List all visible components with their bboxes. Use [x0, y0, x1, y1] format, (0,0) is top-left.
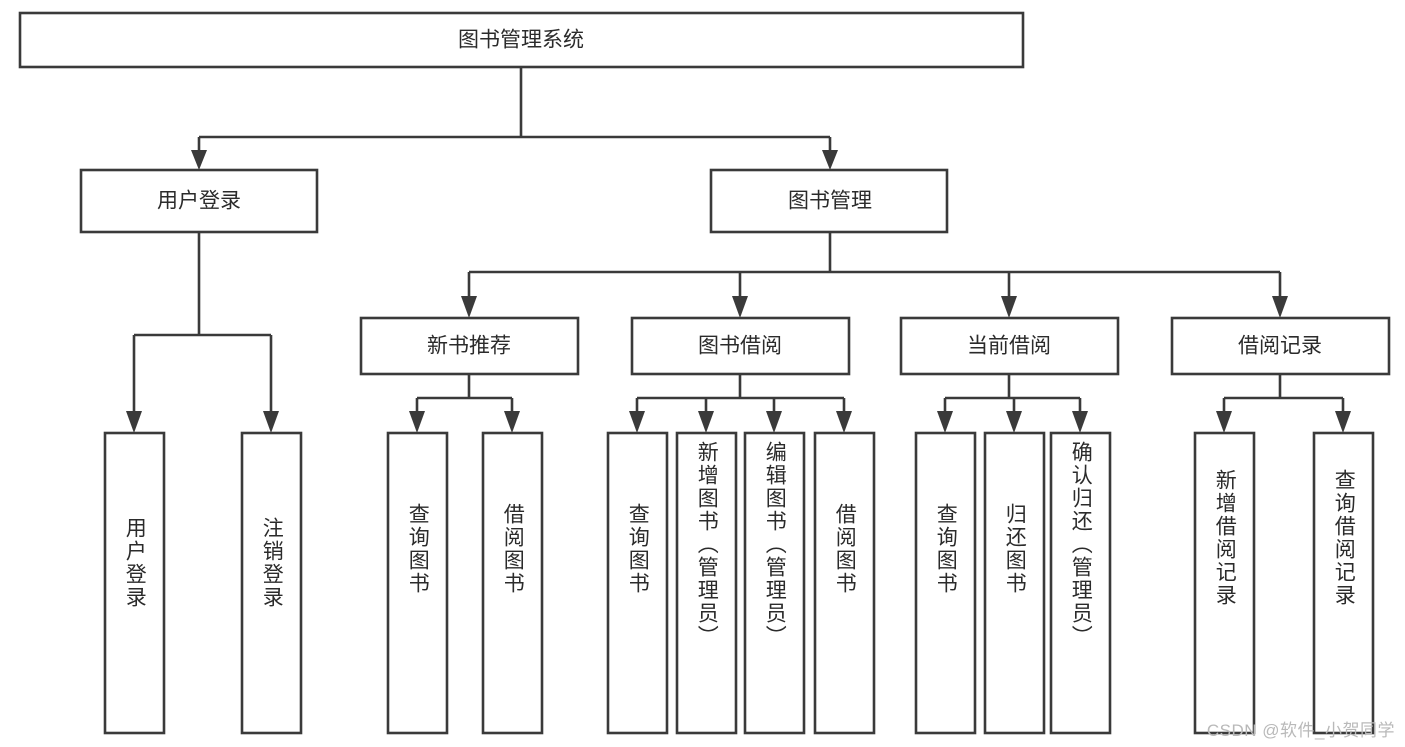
leaf-box-bb-search-book[interactable]	[606, 431, 669, 735]
node-borrow-records[interactable]: 借阅记录	[1170, 316, 1391, 376]
arrow-bb-leaf-2	[698, 411, 714, 433]
node-book-manage-box[interactable]	[709, 168, 949, 234]
leaf-box-logout[interactable]	[240, 431, 303, 735]
node-borrow-records-label: 借阅记录	[1238, 335, 1322, 358]
leaf-box-cb-return-book[interactable]	[983, 431, 1046, 735]
node-user-login-label: 用户登录	[157, 190, 241, 213]
node-book-manage-label: 图书管理	[788, 190, 872, 213]
arrow-nb-leaf-1	[409, 411, 425, 433]
node-current-borrow[interactable]: 当前借阅	[899, 316, 1120, 376]
node-borrow-records-box[interactable]	[1170, 316, 1391, 376]
arrow-cb-leaf-3	[1072, 411, 1088, 433]
leaf-box-cb-confirm-return[interactable]	[1049, 431, 1112, 735]
arrow-current-borrow	[1001, 296, 1017, 318]
node-root[interactable]: 图书管理系统	[18, 11, 1025, 69]
watermark: CSDN @软件_小贺同学	[1206, 721, 1395, 740]
arrow-user-login	[191, 150, 207, 170]
node-current-borrow-label: 当前借阅	[967, 335, 1051, 358]
node-user-login-box[interactable]	[79, 168, 319, 234]
arrow-borrow-records	[1272, 296, 1288, 318]
leaf-box-bb-edit-book[interactable]	[743, 431, 806, 735]
arrow-bb-leaf-1	[629, 411, 645, 433]
node-book-borrow[interactable]: 图书借阅	[630, 316, 851, 376]
arrow-leaf-user-login	[126, 411, 142, 433]
leaf-box-nb-borrow-book[interactable]	[481, 431, 544, 735]
node-current-borrow-box[interactable]	[899, 316, 1120, 376]
arrow-new-book	[461, 296, 477, 318]
leaf-box-bb-borrow-book[interactable]	[813, 431, 876, 735]
node-book-manage[interactable]: 图书管理	[709, 168, 949, 234]
leaf-box-bb-add-book[interactable]	[675, 431, 738, 735]
leaf-box-br-search-record[interactable]	[1312, 431, 1375, 735]
arrow-bb-leaf-3	[766, 411, 782, 433]
node-root-label: 图书管理系统	[458, 29, 584, 52]
arrow-book-borrow	[732, 296, 748, 318]
arrow-leaf-logout	[263, 411, 279, 433]
leaf-box-nb-search-book[interactable]	[386, 431, 449, 735]
arrow-cb-leaf-2	[1006, 411, 1022, 433]
arrow-book-manage	[822, 150, 838, 170]
connectors	[126, 67, 1351, 433]
leaf-box-cb-search-book[interactable]	[914, 431, 977, 735]
leaf-box-br-add-record[interactable]	[1193, 431, 1256, 735]
node-new-book-recommend[interactable]: 新书推荐	[359, 316, 580, 376]
node-book-borrow-label: 图书借阅	[698, 335, 782, 358]
arrow-br-leaf-1	[1216, 411, 1232, 433]
node-new-book-recommend-box[interactable]	[359, 316, 580, 376]
arrow-bb-leaf-4	[836, 411, 852, 433]
arrow-nb-leaf-2	[504, 411, 520, 433]
node-book-borrow-box[interactable]	[630, 316, 851, 376]
node-user-login[interactable]: 用户登录	[79, 168, 319, 234]
arrow-br-leaf-2	[1335, 411, 1351, 433]
node-new-book-recommend-label: 新书推荐	[427, 335, 511, 358]
leaf-box-user-login[interactable]	[103, 431, 166, 735]
leaf-boxes	[103, 431, 1375, 735]
node-root-box[interactable]	[18, 11, 1025, 69]
arrow-cb-leaf-1	[937, 411, 953, 433]
